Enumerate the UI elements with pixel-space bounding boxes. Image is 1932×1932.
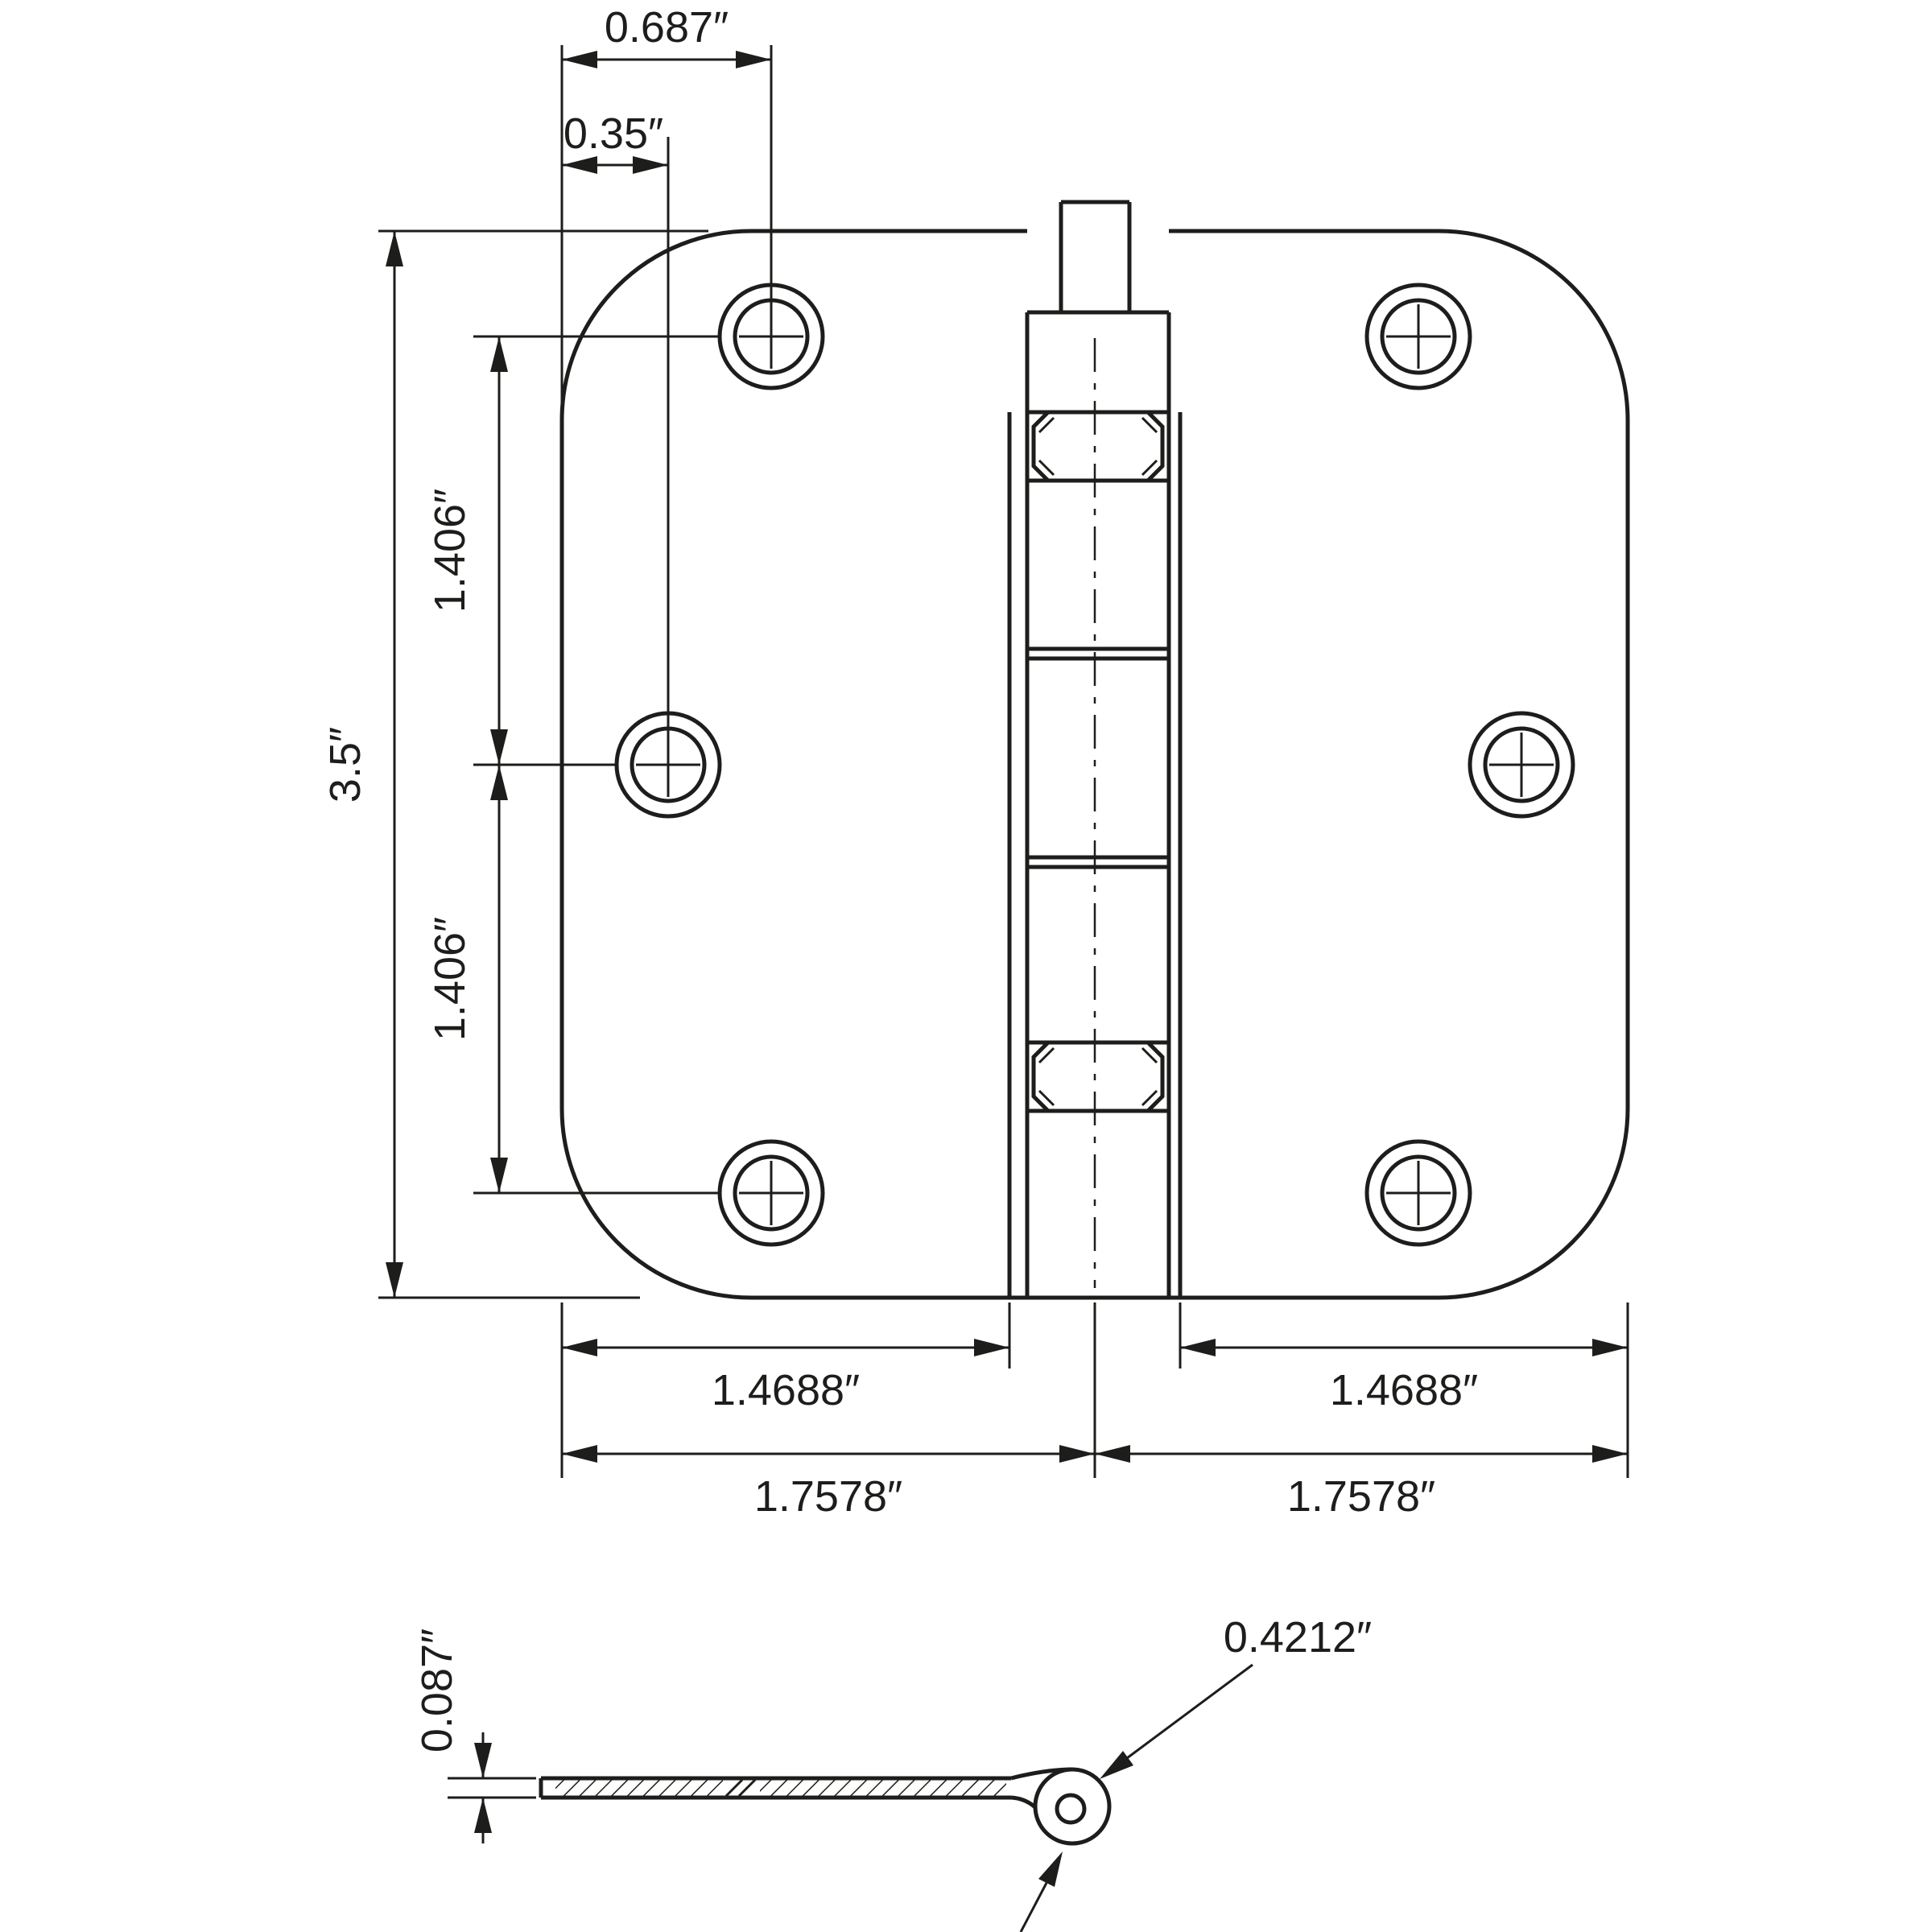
top-view: 0.687″ 0.35″ 3.5″ 1.406″ bbox=[321, 3, 1630, 1521]
hinge-barrel bbox=[1025, 200, 1171, 1300]
dim-leaf-left: 1.4688″ bbox=[562, 1339, 1009, 1414]
screw-hole-left-bottom bbox=[717, 1139, 825, 1247]
bottom-leader bbox=[1019, 1852, 1063, 1932]
section-hatch-left bbox=[555, 1780, 723, 1796]
dim-label-hole-offset-top: 0.687″ bbox=[605, 3, 729, 52]
bearing-block-upper bbox=[1031, 410, 1165, 483]
dim-curl-diameter: 0.4212″ bbox=[1100, 1613, 1372, 1779]
screw-hole-right-top bbox=[1364, 283, 1472, 390]
dim-half-left: 1.7578″ bbox=[562, 1445, 1095, 1521]
bottom-extension-lines bbox=[560, 1302, 1629, 1478]
dim-hole-offset-mid: 0.35″ bbox=[562, 109, 670, 765]
dim-hole-offset-top: 0.687″ bbox=[560, 3, 773, 427]
dim-thickness: 0.087″ bbox=[413, 1629, 536, 1843]
dim-label-height: 3.5″ bbox=[321, 727, 369, 803]
lap-joint-line bbox=[724, 1778, 744, 1798]
dim-label-thickness: 0.087″ bbox=[413, 1629, 461, 1752]
dim-label-hole-spacing-upper: 1.406″ bbox=[426, 489, 474, 613]
screw-hole-right-bottom bbox=[1364, 1139, 1472, 1247]
dim-hole-spacing-upper: 1.406″ bbox=[426, 335, 720, 765]
curl-inner-circle bbox=[1055, 1793, 1087, 1825]
dim-height: 3.5″ bbox=[321, 229, 708, 1299]
dim-label-curl-diameter: 0.4212″ bbox=[1224, 1613, 1372, 1662]
dim-label-half-right: 1.7578″ bbox=[1287, 1472, 1435, 1521]
dim-label-half-left: 1.7578″ bbox=[754, 1472, 902, 1521]
bearing-block-lower bbox=[1031, 1040, 1165, 1113]
dim-hole-spacing-lower: 1.406″ bbox=[426, 763, 720, 1195]
leaf-section bbox=[539, 1776, 1011, 1800]
side-view: 0.087″ 0.4212″ bbox=[413, 1613, 1372, 1932]
section-hatch-right bbox=[760, 1780, 1006, 1796]
dim-label-leaf-right: 1.4688″ bbox=[1330, 1366, 1478, 1414]
dim-label-leaf-left: 1.4688″ bbox=[712, 1366, 860, 1414]
knuckle-curl bbox=[1010, 1767, 1112, 1846]
screw-hole-right-middle bbox=[1468, 711, 1575, 819]
lap-joint-line bbox=[737, 1778, 757, 1798]
dim-leaf-right: 1.4688″ bbox=[1180, 1339, 1628, 1414]
dim-label-hole-offset-mid: 0.35″ bbox=[564, 109, 663, 158]
dim-label-hole-spacing-lower: 1.406″ bbox=[426, 917, 474, 1041]
barrel-mask bbox=[1027, 202, 1169, 1298]
dim-half-right: 1.7578″ bbox=[1095, 1445, 1628, 1521]
